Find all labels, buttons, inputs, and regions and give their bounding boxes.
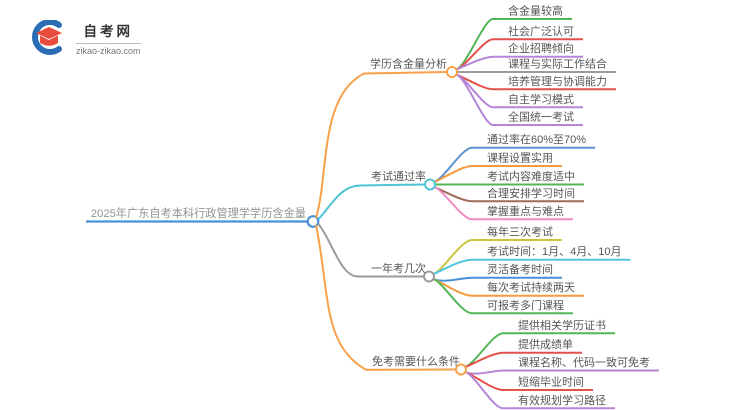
child-connector xyxy=(464,371,615,410)
child-label: 课程设置实用 xyxy=(487,151,553,165)
child-connector xyxy=(433,186,573,221)
child-label: 短缩毕业时间 xyxy=(518,375,584,389)
branch-node-circle xyxy=(455,363,467,376)
site-logo: 自考网 zikao-zikao.com xyxy=(28,20,141,56)
child-label: 灵活备考时间 xyxy=(487,262,553,276)
child-label: 通过率在60%至70% xyxy=(487,132,586,146)
child-label: 合理安排学习时间 xyxy=(487,186,575,200)
child-label: 课程与实际工作结合 xyxy=(508,57,607,71)
child-label: 课程名称、代码一致可免考 xyxy=(518,355,650,369)
child-label: 全国统一考试 xyxy=(508,110,574,124)
child-label: 每次考试持续两天 xyxy=(487,280,575,294)
root-label: 2025年广东自考本科行政管理学学历含金量 xyxy=(91,206,306,220)
graduation-cap-icon xyxy=(36,27,62,46)
root-node-circle xyxy=(306,215,320,228)
branch-curve xyxy=(315,224,456,371)
branch-label: 学历含金量分析 xyxy=(370,57,447,71)
branch-node-circle xyxy=(446,66,458,78)
branch-node-circle xyxy=(423,270,435,283)
child-connector xyxy=(455,73,583,126)
child-connector xyxy=(433,276,562,282)
child-label: 考试内容难度适中 xyxy=(487,169,575,183)
child-label: 每年三次考试 xyxy=(487,225,553,239)
branch-label: 免考需要什么条件 xyxy=(372,354,460,368)
child-label: 考试时间：1月、4月、10月 xyxy=(487,245,621,258)
child-label: 掌握重点与难点 xyxy=(487,204,564,218)
child-label: 可报考多门课程 xyxy=(487,298,564,312)
child-label: 提供相关学历证书 xyxy=(518,318,606,332)
branch-label: 一年考几次 xyxy=(371,261,426,275)
child-label: 自主学习模式 xyxy=(508,92,574,106)
child-label: 提供成绩单 xyxy=(518,337,573,351)
child-label: 企业招聘倾向 xyxy=(508,41,574,55)
child-label: 有效规划学习路径 xyxy=(518,393,606,407)
zikao-logo-icon xyxy=(32,20,62,55)
child-label: 社会广泛认可 xyxy=(508,24,574,38)
branch-curve xyxy=(317,222,423,278)
branch-node-circle xyxy=(424,178,436,191)
child-connector xyxy=(465,369,659,375)
child-connector xyxy=(456,55,583,71)
logo-subtitle: zikao-zikao.com xyxy=(76,46,141,56)
child-label: 含金量较高 xyxy=(508,4,563,18)
branch-curve xyxy=(315,71,447,219)
child-connector xyxy=(433,258,631,275)
child-connector xyxy=(432,278,573,315)
branch-label: 考试通过率 xyxy=(371,169,426,183)
logo-title: 自考网 xyxy=(76,20,141,44)
child-connector xyxy=(434,165,562,183)
branch-curve xyxy=(317,183,425,221)
child-label: 培养管理与协调能力 xyxy=(508,74,607,88)
child-connector xyxy=(465,351,582,368)
